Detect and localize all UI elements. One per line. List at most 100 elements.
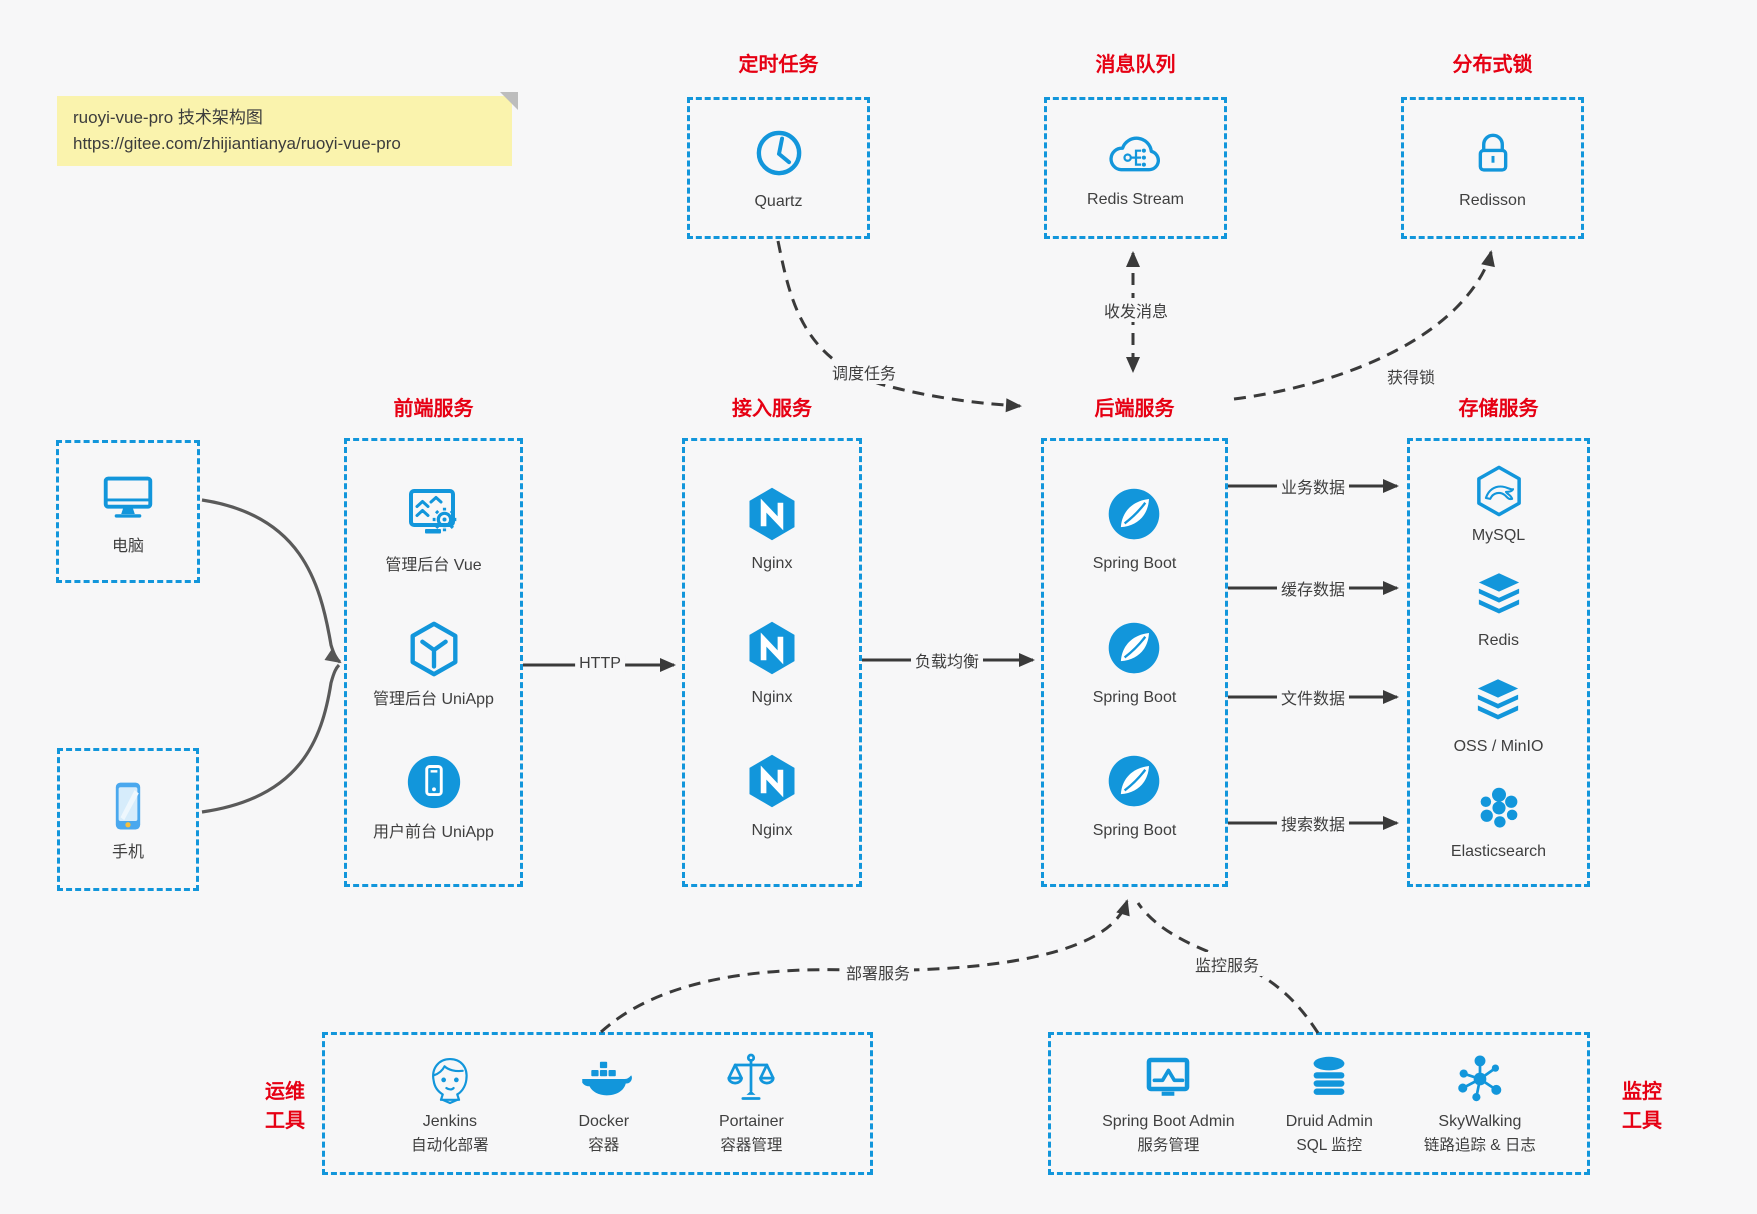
redis-label: Redis <box>1478 632 1519 650</box>
stack-icon <box>1471 568 1527 624</box>
redis-node: Redis <box>1471 568 1527 651</box>
mobile-client-label: 手机 <box>111 844 144 861</box>
spring-boot-icon <box>1104 484 1164 544</box>
spring-boot-node: Spring Boot <box>1092 484 1177 574</box>
user-uniapp-label: 用户前台 UniApp <box>373 823 494 841</box>
spring-boot-admin-node: Spring Boot Admin 服务管理 <box>1102 1050 1235 1157</box>
skywalking-label: SkyWalking <box>1438 1113 1522 1130</box>
frontend-group: 管理后台 Vue 管理后台 UniApp 用户前台 UniApp <box>344 438 523 887</box>
nginx-label: Nginx <box>751 821 793 839</box>
monitoring-tools-title: 监控 工具 <box>1602 1078 1682 1136</box>
redisson-label: Redisson <box>1459 191 1526 209</box>
nginx-node: Nginx <box>742 618 802 708</box>
jenkins-label: Jenkins <box>422 1113 478 1130</box>
docker-whale-icon <box>575 1050 633 1108</box>
redis-stream-node: Redis Stream <box>1044 97 1227 239</box>
jenkins-icon <box>421 1050 479 1108</box>
nginx-label: Nginx <box>751 555 793 573</box>
jenkins-desc: 自动化部署 <box>411 1137 489 1154</box>
admin-vue-node: 管理后台 Vue <box>385 482 482 576</box>
edge-label-monitor: 监控服务 <box>1190 952 1264 976</box>
nginx-icon <box>742 618 802 678</box>
nginx-icon <box>742 484 802 544</box>
stack-icon <box>1470 674 1526 730</box>
mysql-icon <box>1471 463 1527 519</box>
storage-group: MySQL Redis OSS / MinIO Elasticsearch <box>1407 438 1590 887</box>
group-title-gateway: 接入服务 <box>732 398 812 420</box>
phone-circle-icon <box>403 751 465 813</box>
backend-group: Spring Boot Spring Boot Spring Boot <box>1041 438 1228 887</box>
note-url: https://gitee.com/zhijiantianya/ruoyi-vu… <box>73 134 401 153</box>
edge-label-schedule: 调度任务 <box>827 360 901 384</box>
redis-stream-label: Redis Stream <box>1087 190 1184 208</box>
spring-boot-label: Spring Boot <box>1092 555 1177 573</box>
user-uniapp-node: 用户前台 UniApp <box>373 751 494 843</box>
edge-label-http: HTTP <box>575 655 625 673</box>
group-title-distributed-lock: 分布式锁 <box>1452 54 1533 76</box>
nginx-icon <box>742 751 802 811</box>
edge-label-business-data: 业务数据 <box>1276 474 1350 498</box>
edge-label-search-data: 搜索数据 <box>1276 811 1350 835</box>
group-title-scheduled-task: 定时任务 <box>738 54 819 76</box>
docker-label: Docker <box>578 1113 630 1130</box>
clock-icon <box>751 125 807 181</box>
ops-tools-group: Jenkins 自动化部署 Docker 容器 <box>322 1032 873 1175</box>
docker-node: Docker 容器 <box>575 1050 633 1157</box>
admin-vue-label: 管理后台 Vue <box>385 557 482 575</box>
mysql-label: MySQL <box>1471 527 1526 545</box>
skywalking-desc: 链路追踪 & 日志 <box>1423 1137 1536 1154</box>
monitoring-title-line2: 工具 <box>1622 1110 1662 1132</box>
admin-uniapp-label: 管理后台 UniApp <box>373 690 494 708</box>
ops-tools-title: 运维 工具 <box>245 1078 325 1136</box>
note-fold-corner <box>500 92 518 110</box>
phone-icon <box>98 776 158 836</box>
edge-label-cache-data: 缓存数据 <box>1276 576 1350 600</box>
elasticsearch-node: Elasticsearch <box>1451 779 1546 862</box>
mysql-node: MySQL <box>1471 463 1527 546</box>
portainer-label: Portainer <box>718 1113 784 1130</box>
skywalking-node: SkyWalking 链路追踪 & 日志 <box>1424 1050 1536 1157</box>
spring-boot-admin-desc: 服务管理 <box>1137 1137 1200 1154</box>
pc-client-node: 电脑 <box>56 440 200 583</box>
edge-label-file-data: 文件数据 <box>1276 685 1350 709</box>
monitor-chart-icon <box>1139 1050 1197 1108</box>
lock-icon <box>1466 126 1520 180</box>
gateway-group: Nginx Nginx Nginx <box>682 438 862 887</box>
edge-label-acquire-lock: 获得锁 <box>1382 364 1440 388</box>
druid-admin-desc: SQL 监控 <box>1296 1137 1363 1154</box>
network-nodes-icon <box>1451 1050 1509 1108</box>
edge-label-deploy: 部署服务 <box>841 960 915 984</box>
monitoring-title-line1: 监控 <box>1622 1081 1662 1103</box>
mobile-client-node: 手机 <box>57 748 199 891</box>
jenkins-node: Jenkins 自动化部署 <box>411 1050 489 1157</box>
sticky-note: ruoyi-vue-pro 技术架构图 https://gitee.com/zh… <box>57 92 518 166</box>
oss-minio-node: OSS / MinIO <box>1453 674 1544 757</box>
spring-boot-node: Spring Boot <box>1092 618 1177 708</box>
portainer-desc: 容器管理 <box>720 1137 783 1154</box>
pc-client-label: 电脑 <box>111 538 144 555</box>
nginx-label: Nginx <box>751 688 793 706</box>
quartz-node: Quartz <box>687 97 870 239</box>
spring-boot-label: Spring Boot <box>1092 688 1177 706</box>
oss-minio-label: OSS / MinIO <box>1453 737 1544 755</box>
ops-title-line1: 运维 <box>265 1081 305 1103</box>
spring-boot-node: Spring Boot <box>1093 751 1176 841</box>
ops-title-line2: 工具 <box>265 1110 305 1132</box>
portainer-node: Portainer 容器管理 <box>719 1050 784 1157</box>
docker-desc: 容器 <box>588 1137 620 1154</box>
group-title-message-queue: 消息队列 <box>1095 54 1176 76</box>
druid-admin-node: Druid Admin SQL 监控 <box>1286 1050 1373 1157</box>
redisson-node: Redisson <box>1401 97 1584 239</box>
cluster-icon <box>1471 779 1527 835</box>
cloud-share-icon <box>1105 127 1167 179</box>
elasticsearch-label: Elasticsearch <box>1450 842 1547 860</box>
cube-icon <box>403 618 465 680</box>
admin-uniapp-node: 管理后台 UniApp <box>373 618 494 710</box>
group-title-backend: 后端服务 <box>1094 398 1175 420</box>
quartz-label: Quartz <box>754 192 803 210</box>
scales-icon <box>722 1050 780 1108</box>
group-title-frontend: 前端服务 <box>393 398 474 420</box>
database-icon <box>1300 1050 1358 1108</box>
monitoring-tools-group: Spring Boot Admin 服务管理 Druid Admin SQL 监… <box>1048 1032 1590 1175</box>
